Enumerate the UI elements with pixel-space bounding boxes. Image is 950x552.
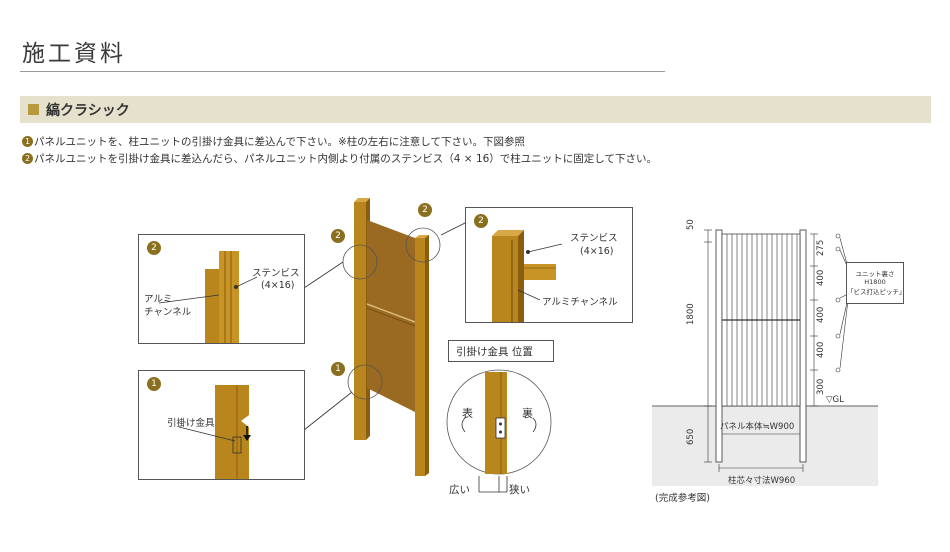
step-badge: 2 bbox=[474, 214, 488, 228]
screw-label: ステンビス bbox=[570, 233, 618, 244]
dim-right-275: 275 bbox=[816, 239, 826, 256]
detail-box-screw-right: 2 ステンビス (4×16) アルミチャンネル bbox=[465, 207, 633, 323]
hook-label: 引掛け金具 bbox=[167, 418, 215, 429]
instruction-text: パネルユニットを引掛け金具に差込んだら、パネルユニット内側より付属のステンビス（… bbox=[34, 153, 657, 165]
post-width-label: 柱芯々寸法W960 bbox=[728, 476, 796, 486]
wide-label: 広い bbox=[449, 484, 470, 496]
channel-label-line1: アルミ bbox=[144, 294, 173, 305]
hook-position-title-box: 引掛け金具 位置 bbox=[448, 340, 554, 362]
panel-width-label: パネル本体≒W900 bbox=[720, 422, 795, 432]
hook-position-illustration bbox=[446, 369, 552, 493]
callout-badge-top-right: 2 bbox=[418, 203, 432, 217]
dim-right-300: 300 bbox=[816, 378, 826, 395]
front-side-label: 表 bbox=[462, 407, 473, 420]
post-top-illustration bbox=[492, 230, 563, 322]
detail-box-screw-left: 2 ステンビス (4×16) アルミ チャンネル bbox=[138, 234, 305, 344]
screw-size: (4×16) bbox=[261, 280, 295, 291]
callout-badge-bottom: 1 bbox=[331, 362, 345, 376]
dim-top: 50 bbox=[686, 219, 696, 230]
dim-right-400-b: 400 bbox=[816, 306, 826, 323]
dim-right-400-a: 400 bbox=[816, 269, 826, 286]
note-line-3: 「ビス打込ピッチ」 bbox=[847, 288, 906, 296]
step-number-badge: 2 bbox=[22, 153, 33, 164]
screw-size: (4×16) bbox=[580, 246, 614, 257]
back-side-label: 裏 bbox=[522, 407, 533, 420]
hook-illustration bbox=[178, 385, 251, 479]
section-title: 縞クラシック bbox=[46, 103, 130, 119]
channel-label-line2: チャンネル bbox=[144, 307, 192, 318]
narrow-label: 狭い bbox=[509, 484, 530, 496]
square-bullet-icon bbox=[28, 104, 39, 115]
page-title: 施工資料 bbox=[22, 41, 126, 67]
dim-right-400-c: 400 bbox=[816, 341, 826, 358]
channel-label: アルミチャンネル bbox=[542, 297, 618, 308]
section-header-bar bbox=[20, 96, 931, 123]
title-divider bbox=[20, 71, 665, 72]
fence-isometric-illustration bbox=[342, 198, 441, 476]
instruction-text: パネルユニットを、柱ユニットの引掛け金具に差込んで下さい。※柱の左右に注意して下… bbox=[34, 136, 525, 148]
elevation-drawing bbox=[652, 229, 878, 486]
ground-level-label: ▽GL bbox=[826, 395, 844, 405]
hook-position-title: 引掛け金具 位置 bbox=[456, 346, 533, 358]
reference-caption: (完成参考図) bbox=[655, 493, 710, 504]
step-badge: 2 bbox=[147, 241, 161, 255]
dim-ground: 650 bbox=[686, 428, 696, 445]
step-badge: 1 bbox=[147, 377, 161, 391]
callout-badge-top-left: 2 bbox=[331, 229, 345, 243]
post-channel-illustration bbox=[158, 251, 258, 343]
detail-box-hook: 1 引掛け金具 bbox=[138, 370, 305, 480]
screw-pitch-note-box: ユニット裏さ H1800 「ビス打込ピッチ」 bbox=[846, 262, 906, 304]
step-number-badge: 1 bbox=[22, 136, 33, 147]
note-line-2: H1800 bbox=[864, 278, 886, 286]
note-line-1: ユニット裏さ bbox=[855, 270, 895, 278]
screw-label: ステンビス bbox=[252, 268, 300, 279]
dim-height: 1800 bbox=[686, 303, 696, 325]
